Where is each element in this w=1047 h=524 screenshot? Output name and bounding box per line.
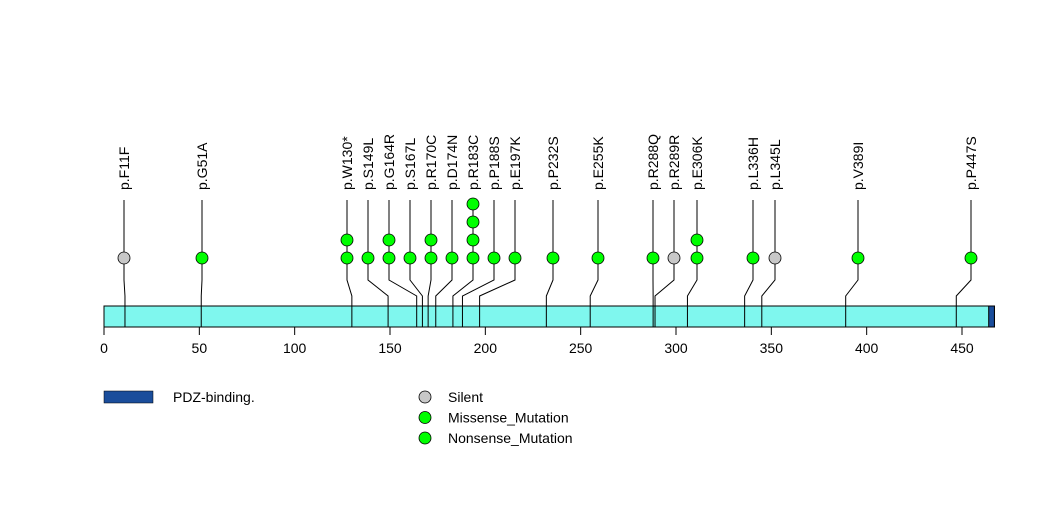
lollipop-stem	[435, 200, 453, 327]
legend-domain-label: PDZ-binding.	[173, 389, 255, 405]
legend-marker	[418, 390, 432, 404]
lollipop-stem	[654, 200, 675, 327]
mutation-label: p.E197K	[507, 136, 523, 190]
x-tick-label: 400	[855, 340, 879, 356]
lollipop-head	[546, 251, 560, 265]
lollipop-head	[445, 251, 459, 265]
x-tick-label: 50	[192, 340, 208, 356]
mutation-label: p.P232S	[545, 136, 561, 190]
mutation-label: p.E255K	[590, 136, 606, 190]
mutation-label: p.L345L	[767, 139, 783, 190]
lollipop-stem	[200, 200, 203, 327]
lollipop-head	[851, 251, 865, 265]
mutation-label: p.R170C	[423, 135, 439, 190]
lollipop-head	[964, 251, 978, 265]
mutation-label: p.S167L	[402, 138, 418, 190]
protein-backbone	[103, 305, 995, 328]
lollipop-head	[424, 233, 438, 247]
lollipop-head	[646, 251, 660, 265]
mutation-label: p.R288Q	[645, 134, 661, 190]
lollipop-head	[746, 251, 760, 265]
lollipop-stem	[367, 200, 389, 327]
lollipop-head	[466, 233, 480, 247]
lollipop-head	[667, 251, 681, 265]
mutation-label: p.P188S	[486, 136, 502, 190]
lollipop-head	[340, 233, 354, 247]
x-tick-label: 100	[283, 340, 307, 356]
lollipop-head	[487, 251, 501, 265]
mutation-label: p.E306K	[689, 136, 705, 190]
lollipop-stem	[761, 200, 776, 327]
mutation-label: p.S149L	[360, 138, 376, 190]
lollipop-head	[403, 251, 417, 265]
lollipop-head	[361, 251, 375, 265]
legend-label: Nonsense_Mutation	[448, 430, 573, 446]
legend-marker	[418, 431, 432, 445]
lollipop-head	[466, 251, 480, 265]
lollipop-head	[508, 251, 522, 265]
mutation-label: p.G164R	[381, 134, 397, 190]
lollipop-stem	[479, 200, 516, 327]
legend-label: Silent	[448, 389, 483, 405]
legend-marker	[418, 411, 432, 424]
lollipop-head	[117, 251, 131, 265]
domain-pdz-binding-	[988, 305, 995, 328]
lollipop-stem	[744, 200, 754, 327]
lollipop-stem	[409, 200, 423, 327]
lollipop-stem	[123, 200, 126, 327]
mutation-label: p.P447S	[963, 136, 979, 190]
lollipop-head	[690, 251, 704, 265]
x-tick-label: 200	[474, 340, 498, 356]
x-tick-label: 250	[569, 340, 593, 356]
lollipop-head	[466, 197, 480, 211]
lollipop-stem	[589, 200, 599, 327]
lollipop-stem	[545, 200, 554, 327]
mutation-label: p.D174N	[444, 135, 460, 190]
mutation-label: p.G51A	[194, 142, 210, 190]
mutation-label: p.V389I	[850, 142, 866, 190]
x-tick-label: 450	[950, 340, 974, 356]
lollipop-head	[195, 251, 209, 265]
lollipop-head	[768, 251, 782, 265]
mutation-label: p.R289R	[666, 135, 682, 190]
lollipop-head	[382, 251, 396, 265]
x-tick-label: 300	[664, 340, 688, 356]
lollipop-head	[591, 251, 605, 265]
lollipop-stem	[955, 200, 972, 327]
x-tick-label: 350	[760, 340, 784, 356]
legend-domain-swatch	[103, 390, 154, 404]
lollipop-head	[690, 233, 704, 247]
lollipop-head	[466, 215, 480, 229]
legend-label: Missense_Mutation	[448, 410, 569, 426]
lollipop-stem	[845, 200, 859, 327]
lollipop-head	[382, 233, 396, 247]
mutation-label: p.F11F	[116, 147, 132, 190]
x-tick-label: 150	[378, 340, 402, 356]
lollipop-head	[424, 251, 438, 265]
mutation-label: p.W130*	[339, 136, 355, 190]
mutation-label: p.L336H	[745, 137, 761, 190]
lollipop-stem	[461, 200, 495, 327]
x-tick-label: 0	[100, 340, 108, 356]
mutation-label: p.R183C	[465, 135, 481, 190]
lollipop-head	[340, 251, 354, 265]
